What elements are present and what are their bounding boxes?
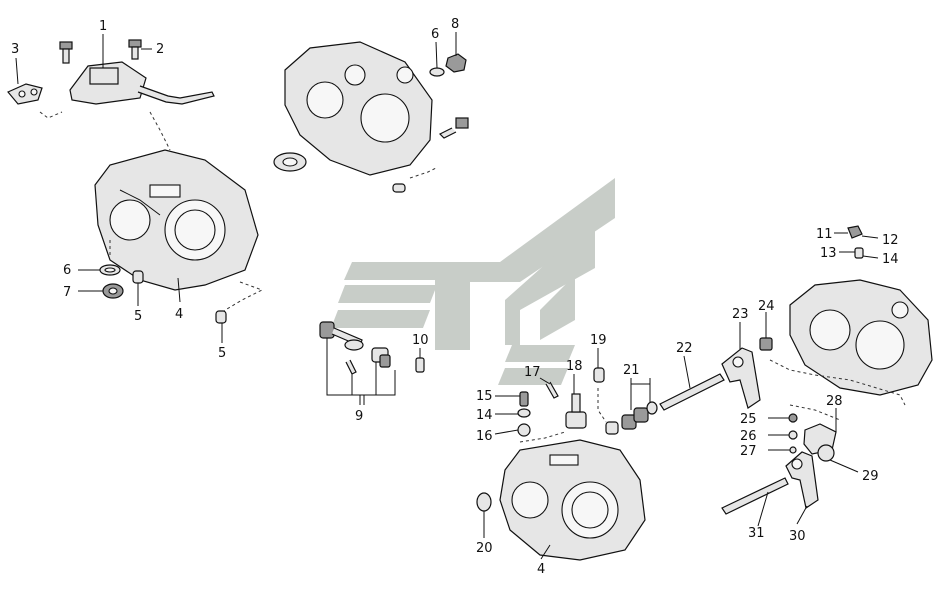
nut-part-8 [445,53,467,73]
label-13: 13 [820,246,837,261]
label-22: 22 [676,341,693,356]
label-5b: 5 [218,346,226,361]
bolt-part-cover [438,117,469,139]
label-3: 3 [11,42,19,57]
pin-part-27 [789,446,797,454]
label-27: 27 [740,444,757,459]
stopper-part-29 [817,444,835,462]
pin-part-17 [545,381,559,399]
label-1: 1 [99,19,107,34]
label-28: 28 [826,394,843,409]
label-12: 12 [882,233,899,248]
switch-part-18 [565,393,587,429]
washer-part-13 [854,247,864,259]
ball-part-25 [788,413,798,423]
label-10: 10 [412,333,429,348]
cap-part-19 [593,367,605,383]
bolt-part-2 [128,39,142,60]
label-7: 7 [63,285,71,300]
cover-part-1 [69,61,215,105]
label-23: 23 [732,307,749,322]
label-15: 15 [476,389,493,404]
part-labels: 1 2 3 4 5 5 6 7 6 8 9 10 4 20 15 14 16 1… [11,17,899,577]
ring-part-14 [517,408,531,418]
label-14b: 14 [882,252,899,267]
shaft-assembly-part-9 [319,321,396,405]
washer-part-6-top [429,67,445,77]
bolt-part-11 [847,225,863,239]
spring-part-26 [788,430,798,440]
label-29: 29 [862,469,879,484]
label-4b: 4 [537,562,545,577]
label-30: 30 [789,529,806,544]
bracket-part-3 [7,83,63,119]
label-9: 9 [355,409,363,424]
dowel-part-5-b [215,310,227,324]
plug-part-20 [476,492,492,512]
label-24: 24 [758,299,775,314]
label-11: 11 [816,227,833,242]
shaft-part-31 [721,477,789,515]
label-31: 31 [748,526,765,541]
label-8: 8 [451,17,459,32]
label-16: 16 [476,429,493,444]
spring-set-part-21 [605,378,658,435]
oil-seal-part [273,152,307,172]
label-5a: 5 [134,309,142,324]
shaft-part-22 [659,373,725,411]
leader-lines [15,32,879,560]
watermark-logo [331,178,615,385]
bolt-part-left [59,41,73,64]
label-26: 26 [740,429,757,444]
cap-part-16 [517,423,531,437]
label-14a: 14 [476,408,493,423]
dowel-part-top [392,183,406,193]
label-17: 17 [524,365,541,380]
dowel-part-5-a [132,270,144,284]
side-cover-top [284,41,433,176]
label-19: 19 [590,333,607,348]
spring-part-24 [759,337,773,351]
label-20: 20 [476,541,493,556]
washer-part-6-left [99,264,121,276]
crankcase-right [499,439,646,561]
crankcase-left [94,149,259,291]
bolt-part-10 [415,348,425,373]
label-21: 21 [623,363,640,378]
nut-part-7 [102,283,124,299]
label-6a: 6 [63,263,71,278]
shift-fork-part-30 [785,451,819,509]
label-2: 2 [156,42,164,57]
shift-fork-part-23 [721,347,761,409]
label-4a: 4 [175,307,183,322]
spring-part-15 [519,391,529,407]
label-6b: 6 [431,27,439,42]
side-cover-right [789,279,933,396]
label-25: 25 [740,412,757,427]
label-18: 18 [566,359,583,374]
